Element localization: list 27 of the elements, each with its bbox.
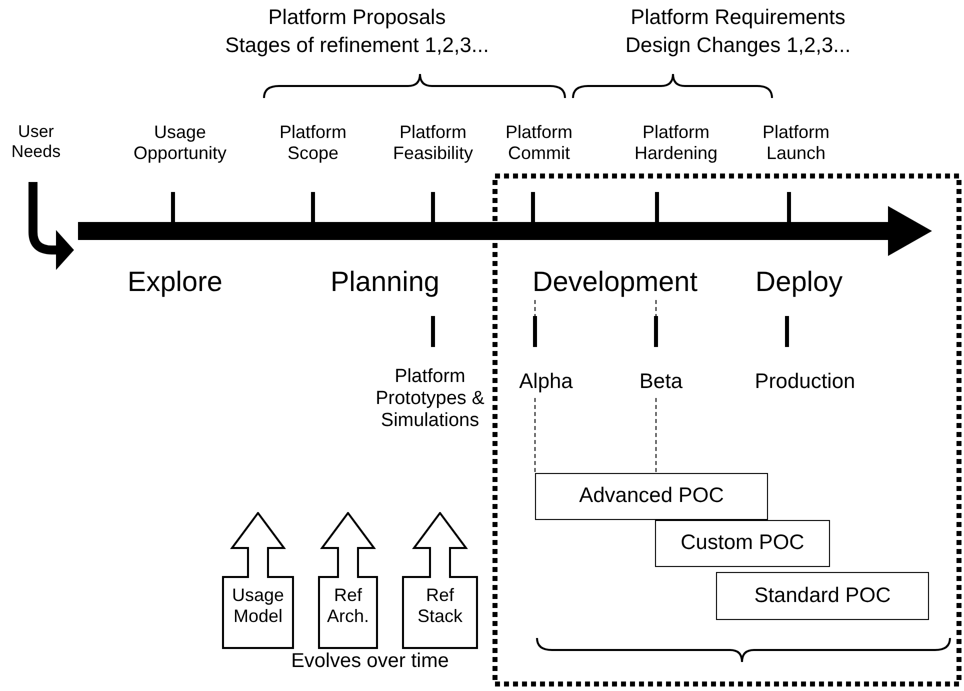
note-text: Evolves over time	[290, 650, 450, 673]
poc-box: Advanced POC	[535, 473, 768, 520]
heading-text: Stages of refinement 1,2,3...	[224, 34, 490, 58]
up-arrow-box: Usage Model	[222, 512, 294, 649]
phase-label: Deploy	[754, 266, 844, 298]
milestone-label: Platform Launch	[761, 122, 831, 164]
milestone-label: Platform Commit	[504, 122, 574, 164]
phase-label: Planning	[330, 266, 440, 298]
phase-label: Development	[532, 266, 698, 298]
milestone-label: Usage Opportunity	[132, 122, 228, 164]
dashed-connector	[534, 398, 536, 474]
milestone-label: Platform Scope	[278, 122, 348, 164]
poc-box: Custom POC	[655, 520, 830, 567]
milestone-label: User Needs	[10, 122, 62, 162]
milestone-label: Platform Hardening	[633, 122, 719, 164]
heading-text: Design Changes 1,2,3...	[624, 34, 852, 58]
up-arrow-box: Ref Arch.	[318, 512, 378, 649]
phase-label: Beta	[630, 370, 692, 398]
note-text: Platform Prototypes & Simulations	[374, 366, 486, 432]
phase-label: Alpha	[510, 370, 582, 398]
heading-text: Platform Requirements	[630, 6, 846, 30]
phase-label: Production	[754, 370, 856, 394]
heading-text: Platform Proposals	[267, 6, 447, 30]
phase-label: Explore	[126, 266, 224, 298]
up-arrow-box: Ref Stack	[402, 512, 478, 649]
milestone-label: Platform Feasibility	[392, 122, 474, 164]
poc-box: Standard POC	[716, 572, 929, 620]
